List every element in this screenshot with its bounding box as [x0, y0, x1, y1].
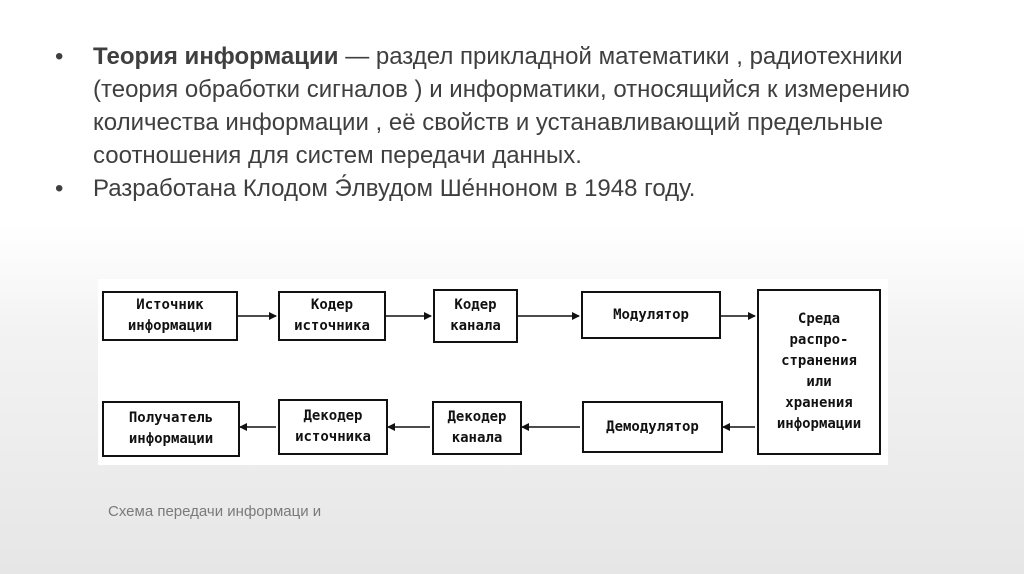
definition-term: Теория информации	[93, 43, 339, 70]
diagram-connectors	[238, 312, 756, 431]
node-source: Источник информации	[102, 291, 238, 341]
transmission-diagram: Источник информации Кодер источника Коде…	[98, 279, 888, 465]
node-channel-coder: Кодер канала	[433, 289, 518, 343]
definition-text: — раздел прикладной математики , радиоте…	[93, 43, 910, 169]
bullet-list: • Теория информации — раздел прикладной …	[55, 40, 975, 205]
bullet-icon: •	[55, 43, 64, 70]
node-source-coder: Кодер источника	[278, 291, 386, 341]
node-receiver: Получатель информации	[102, 401, 240, 457]
node-channel-decoder: Декодер канала	[432, 401, 522, 455]
node-demodulator: Демодулятор	[582, 401, 723, 453]
bullet-icon: •	[55, 175, 64, 202]
bullet-item-author: • Разработана Клодом Э́лвудом Ше́нноном …	[55, 172, 975, 205]
bullet-item-definition: • Теория информации — раздел прикладной …	[55, 40, 975, 172]
node-modulator: Модулятор	[581, 291, 721, 339]
author-text: Разработана Клодом Э́лвудом Ше́нноном в …	[93, 175, 696, 202]
node-medium: Среда распро- странения или хранения инф…	[757, 289, 881, 455]
node-source-decoder: Декодер источника	[278, 399, 388, 455]
diagram-caption: Схема передачи информаци и	[108, 503, 322, 520]
